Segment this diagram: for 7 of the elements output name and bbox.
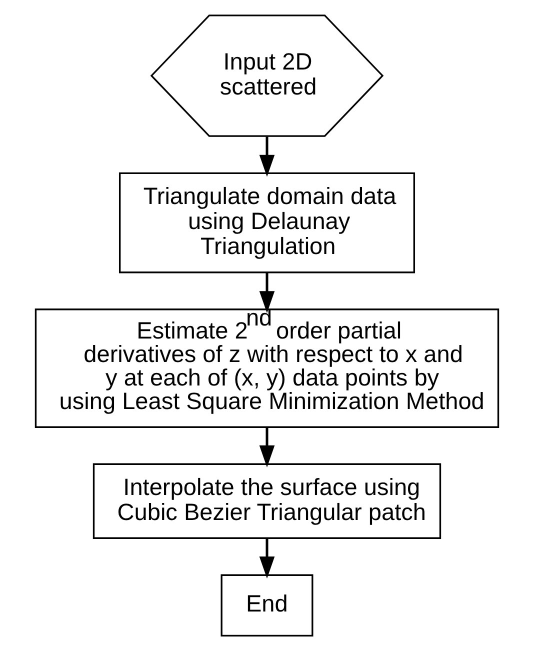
- arrow: [258, 272, 274, 313]
- node-box: Triangulate domain data using Delaunay Triangulation: [118, 172, 415, 274]
- arrow: [258, 538, 274, 578]
- arrow: [258, 428, 274, 468]
- node-box: End: [220, 574, 313, 637]
- node-box: Interpolate the surface using Cubic Bezier Triangular patch: [92, 463, 441, 539]
- arrow: [258, 136, 274, 177]
